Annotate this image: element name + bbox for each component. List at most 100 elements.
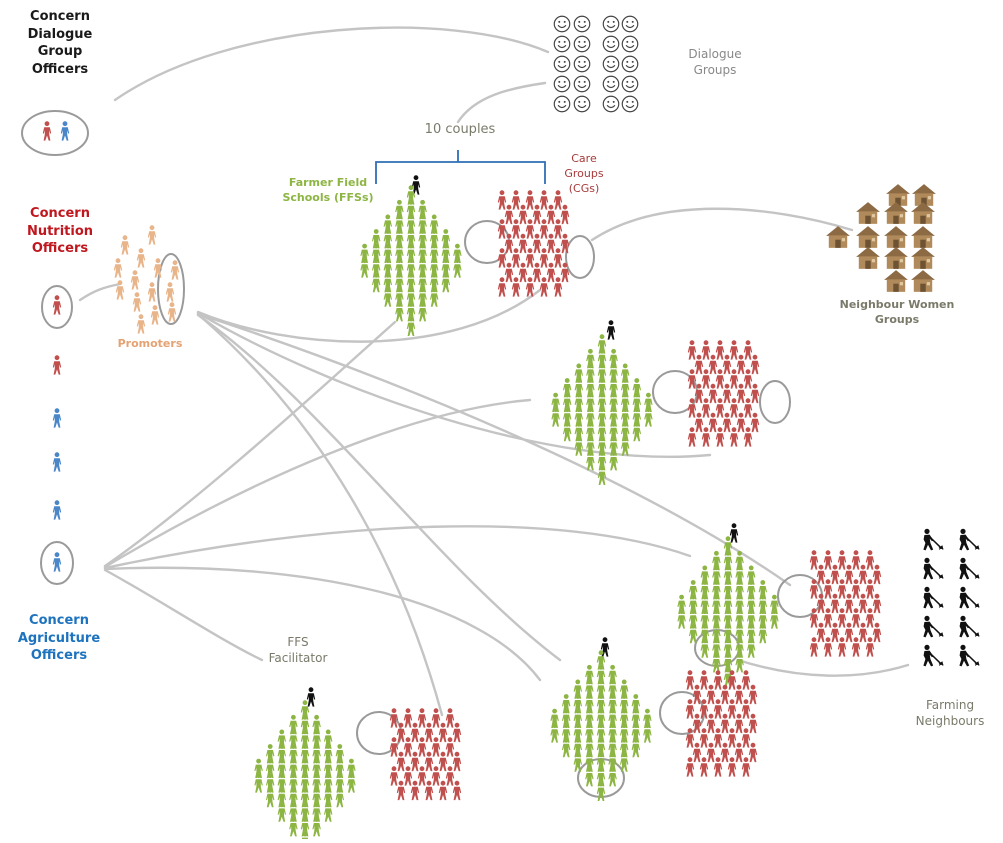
person-icon [539,248,549,268]
smiley-icon [573,55,591,73]
person-icon [727,728,737,748]
person-icon [715,340,725,360]
ffs-label: Farmer Field Schools (FFSs) [282,176,374,204]
person-icon [844,622,854,643]
person-icon [452,780,462,801]
person-icon [685,699,695,719]
person-icon [52,552,62,572]
smiley-icon [573,35,591,53]
house-icon [884,247,908,269]
dialogue-groups-label: Dialogue Groups [688,47,742,78]
person-icon [729,398,739,418]
person-icon [872,593,882,614]
person-icon [722,383,732,404]
person-icon [837,637,847,657]
smiley-icon [602,75,620,93]
person-icon [687,369,697,389]
smiley-icon [553,35,571,53]
person-icon [865,579,875,599]
person-icon [729,427,739,447]
smiley-icon [573,75,591,93]
person-icon [553,248,563,268]
person-icon [743,369,753,389]
person-icon [518,262,528,283]
person-icon [865,550,875,570]
person-icon [130,270,140,290]
person-icon [539,219,549,239]
smiley-icon [621,95,639,113]
cg-oval-2 [759,380,791,424]
person-icon [694,412,704,433]
person-icon [706,713,716,734]
person-icon [147,225,157,245]
person-icon [816,593,826,614]
person-icon [823,550,833,570]
person-icon [722,354,732,375]
person-icon [511,277,521,297]
person-icon [52,408,62,428]
person-icon [823,608,833,628]
person-icon [851,608,861,628]
person-icon [525,277,535,297]
person-icon [865,637,875,657]
person-icon [424,780,434,801]
line-promoters-to-cg5 [198,314,444,717]
person-icon [830,593,840,614]
smiley-icon [621,15,639,33]
person-icon [872,622,882,643]
line-promoters-to-cg2 [196,311,712,459]
person-icon [687,427,697,447]
person-icon [113,258,123,278]
person-icon [396,780,406,801]
person-icon [417,766,427,786]
person-icon [706,684,716,705]
person-icon [685,757,695,777]
person-icon [553,277,563,297]
person-icon [830,622,840,643]
line-agri-to-ffs2 [103,398,532,569]
person-icon [525,248,535,268]
person-icon [417,737,427,757]
person-icon [837,550,847,570]
person-icon [518,233,528,254]
person-icon [741,757,751,777]
person-icon [736,383,746,404]
person-icon [389,737,399,757]
person-icon [532,262,542,283]
person-icon [809,637,819,657]
person-icon [720,684,730,705]
person-icon [741,699,751,719]
person-icon [424,751,434,772]
person-icon [504,262,514,283]
smiley-icon [621,75,639,93]
person-icon [830,564,840,585]
person-icon [153,258,163,278]
person-icon [720,742,730,763]
person-icon [410,780,420,801]
person-icon [452,722,462,743]
line-care-group-to-neighbour-women [590,207,854,242]
person-icon [699,757,709,777]
person-icon [546,233,556,254]
line-agri-to-ffs1 [103,320,397,568]
ffs-facilitator-label: FFS Facilitator [268,635,328,666]
person-icon [851,550,861,570]
house-icon [912,184,936,206]
smiley-icon [573,95,591,113]
person-icon [743,340,753,360]
person-icon [750,412,760,433]
person-icon [685,670,695,690]
house-icon [911,270,935,292]
person-icon [389,708,399,728]
person-icon [727,757,737,777]
smiley-icon [602,55,620,73]
person-icon [136,314,146,334]
smiley-icon [553,55,571,73]
smiley-icon [602,95,620,113]
person-icon [816,564,826,585]
person-icon [851,637,861,657]
nutrition-officer-oval [41,285,73,329]
dialogue-officers-label: Concern Dialogue Group Officers [27,9,93,77]
person-icon [389,766,399,786]
